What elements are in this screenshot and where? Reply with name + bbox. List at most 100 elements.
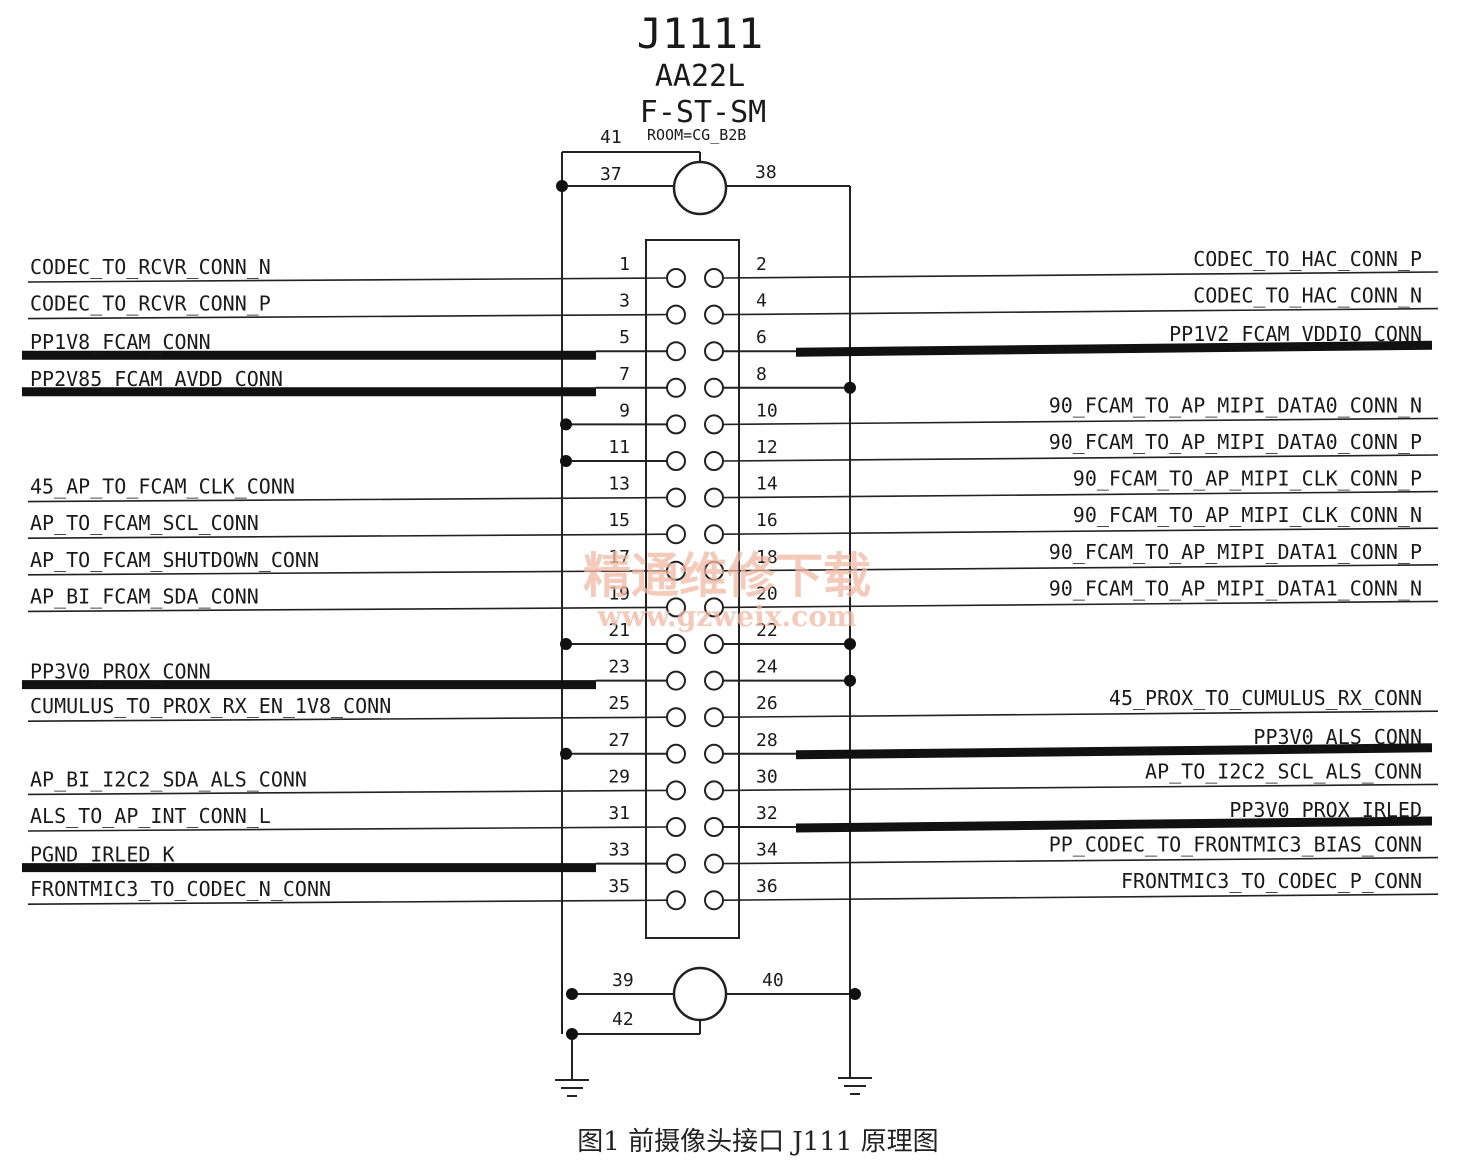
ground-symbol-left [555, 1079, 589, 1097]
pin-circle [666, 890, 686, 911]
signal-net-wire [27, 313, 668, 320]
pin-circle [666, 634, 686, 654]
pin-circle [704, 817, 724, 837]
pin-circle [666, 268, 686, 288]
pin-circle [704, 268, 724, 288]
pin-number: 3 [619, 291, 630, 312]
pin-number: 28 [756, 730, 778, 751]
pin-circle [704, 524, 724, 545]
pin-number: 6 [756, 327, 767, 348]
net-label: 90_FCAM_TO_AP_MIPI_DATA0_CONN_P [1049, 430, 1422, 454]
pin-rows: 1CODEC_TO_RCVR_CONN_N3CODEC_TO_RCVR_CONN… [22, 247, 1439, 911]
signal-net-wire [722, 454, 1439, 462]
net-label: 90_FCAM_TO_AP_MIPI_DATA0_CONN_N [1049, 393, 1422, 417]
pin-number: 22 [756, 620, 778, 641]
junction-dot [560, 418, 572, 431]
pin-circle [666, 670, 686, 691]
junction-dot [560, 455, 572, 467]
signal-net-wire [722, 856, 1439, 865]
pin-number: 10 [756, 400, 778, 421]
net-label: AP_BI_I2C2_SDA_ALS_CONN [30, 767, 307, 791]
net-label: 45_PROX_TO_CUMULUS_RX_CONN [1109, 686, 1422, 710]
signal-net-wire [722, 783, 1439, 792]
pin-circle [704, 304, 724, 325]
room-label: ROOM=CG_B2B [647, 126, 746, 144]
net-label: PP1V8_FCAM_CONN [30, 330, 211, 354]
pin-circle [666, 304, 686, 325]
pin-number: 9 [619, 400, 630, 421]
pin-number: 21 [608, 620, 630, 641]
pin-circle [704, 451, 724, 471]
signal-net-wire [722, 600, 1439, 609]
junction-dot [844, 674, 856, 687]
pin-circle [704, 487, 724, 508]
pin-number: 1 [619, 254, 630, 275]
net-label: 45_AP_TO_FCAM_CLK_CONN [30, 475, 295, 499]
signal-net-wire [27, 899, 668, 905]
pin-circle [704, 377, 724, 398]
figure-caption: 图1 前摄像头接口 J111 原理图 [577, 1127, 938, 1157]
net-label: AP_TO_FCAM_SCL_CONN [30, 511, 259, 535]
pin-number: 29 [608, 766, 630, 787]
pin-circle [666, 414, 686, 435]
junction-dot [560, 747, 572, 760]
pin-circle [666, 707, 686, 728]
net-label: PP_CODEC_TO_FRONTMIC3_BIAS_CONN [1049, 833, 1422, 857]
pin-number: 26 [756, 693, 778, 714]
net-label: AP_BI_FCAM_SDA_CONN [30, 584, 259, 608]
signal-net-wire [27, 570, 668, 576]
net-label: PP3V0_ALS_CONN [1253, 725, 1422, 749]
junction-dot [566, 1028, 578, 1040]
net-label: AP_TO_FCAM_SHUTDOWN_CONN [30, 548, 319, 572]
bottom-shield-pad [672, 966, 728, 1022]
signal-net-wire [722, 893, 1439, 901]
signal-net-wire [27, 826, 668, 832]
pin-37-label: 37 [600, 164, 622, 185]
signal-net-wire [27, 533, 668, 539]
pin-number: 34 [756, 840, 778, 861]
pin-number: 13 [608, 474, 630, 495]
connector-part: AA22L [655, 59, 745, 94]
pin-circle [666, 743, 686, 764]
signal-net-wire [722, 307, 1439, 316]
pin-number: 19 [608, 583, 630, 604]
net-label: 90_FCAM_TO_AP_MIPI_DATA1_CONN_N [1049, 576, 1422, 600]
signal-net-wire [722, 490, 1439, 499]
pin-number: 31 [608, 803, 630, 824]
net-label: 90_FCAM_TO_AP_MIPI_DATA1_CONN_P [1049, 540, 1422, 564]
pin-number: 18 [756, 547, 778, 568]
junction-dot [556, 180, 568, 192]
connector-body [645, 239, 740, 939]
pin-circle [666, 524, 686, 545]
pin-circle [666, 341, 686, 362]
signal-net-wire [27, 606, 668, 613]
pin-40-label: 40 [762, 970, 784, 991]
pin-circle [704, 707, 724, 728]
net-label: ALS_TO_AP_INT_CONN_L [30, 804, 271, 828]
pin-circle [666, 853, 686, 874]
pin-number: 20 [756, 583, 778, 604]
net-label: 90_FCAM_TO_AP_MIPI_CLK_CONN_N [1073, 503, 1422, 527]
pin-number: 14 [756, 474, 778, 495]
pin-circle [666, 817, 686, 837]
pin-number: 33 [608, 840, 630, 861]
connector-type: F-ST-SM [640, 95, 766, 130]
net-label: PP3V0_PROX_CONN [30, 660, 211, 684]
pin-number: 4 [756, 291, 767, 312]
net-label: CUMULUS_TO_PROX_RX_EN_1V8_CONN [30, 694, 391, 718]
ground-symbol-right [838, 1077, 872, 1095]
signal-net-wire [722, 271, 1439, 279]
pin-circle [666, 451, 686, 471]
junction-dot [844, 638, 856, 650]
signal-net-wire [722, 527, 1439, 535]
junction-dot [844, 381, 856, 394]
signal-net-wire [27, 277, 668, 283]
pin-number: 16 [756, 510, 778, 531]
pin-circle [704, 634, 724, 654]
junction-dot [560, 638, 572, 650]
net-label: PP2V85_FCAM_AVDD_CONN [30, 367, 283, 391]
net-label: PGND_IRLED_K [30, 843, 175, 867]
net-label: CODEC_TO_HAC_CONN_N [1193, 284, 1422, 308]
pin-circle [704, 341, 724, 362]
net-label: AP_TO_I2C2_SCL_ALS_CONN [1145, 759, 1422, 783]
